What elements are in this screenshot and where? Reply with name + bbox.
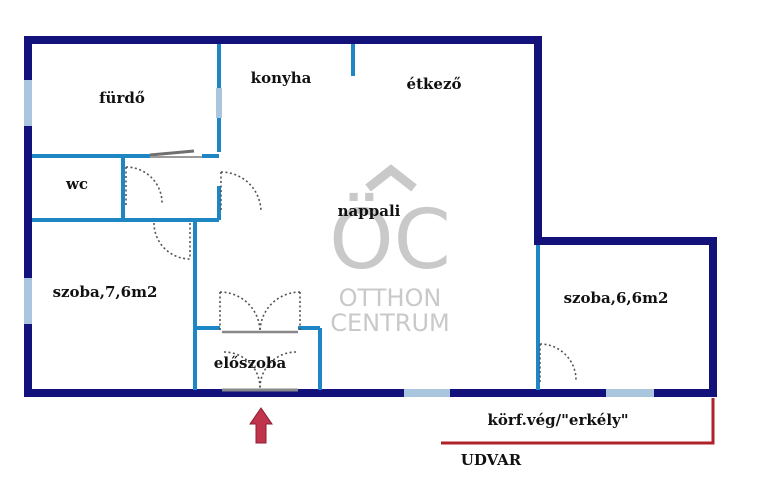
watermark-line1: OTTHON <box>339 284 442 312</box>
watermark-logo: ÖC <box>329 192 451 288</box>
room-label-szoba-left: szoba,7,6m2 <box>53 283 158 301</box>
property-boundary <box>441 398 715 445</box>
room-label-udvar: UDVAR <box>461 451 522 469</box>
window-szoba-right <box>606 389 654 397</box>
room-label-erkely: körf.vég/"erkély" <box>487 411 628 429</box>
window-furdo <box>24 80 32 126</box>
entrance-arrow-icon <box>249 407 273 444</box>
room-label-etkezo: étkező <box>407 75 462 93</box>
window-konyha <box>216 88 222 118</box>
watermark-line2: CENTRUM <box>330 309 449 337</box>
sliding-door <box>149 149 202 158</box>
outer-wall <box>24 36 717 397</box>
room-label-konyha: konyha <box>251 69 312 87</box>
watermark: ÖC OTTHON CENTRUM <box>329 164 451 337</box>
room-label-wc: wc <box>65 175 88 193</box>
room-label-furdo: fürdő <box>99 89 145 107</box>
windows <box>24 80 654 397</box>
window-nappali <box>404 389 450 397</box>
door-swings <box>125 166 577 389</box>
watermark-roof-icon <box>365 164 417 192</box>
room-label-nappali: nappali <box>338 202 401 220</box>
room-label-szoba-right: szoba,6,6m2 <box>564 289 669 307</box>
window-szoba-left <box>24 278 32 324</box>
room-label-eloszoba: előszoba <box>214 354 287 372</box>
